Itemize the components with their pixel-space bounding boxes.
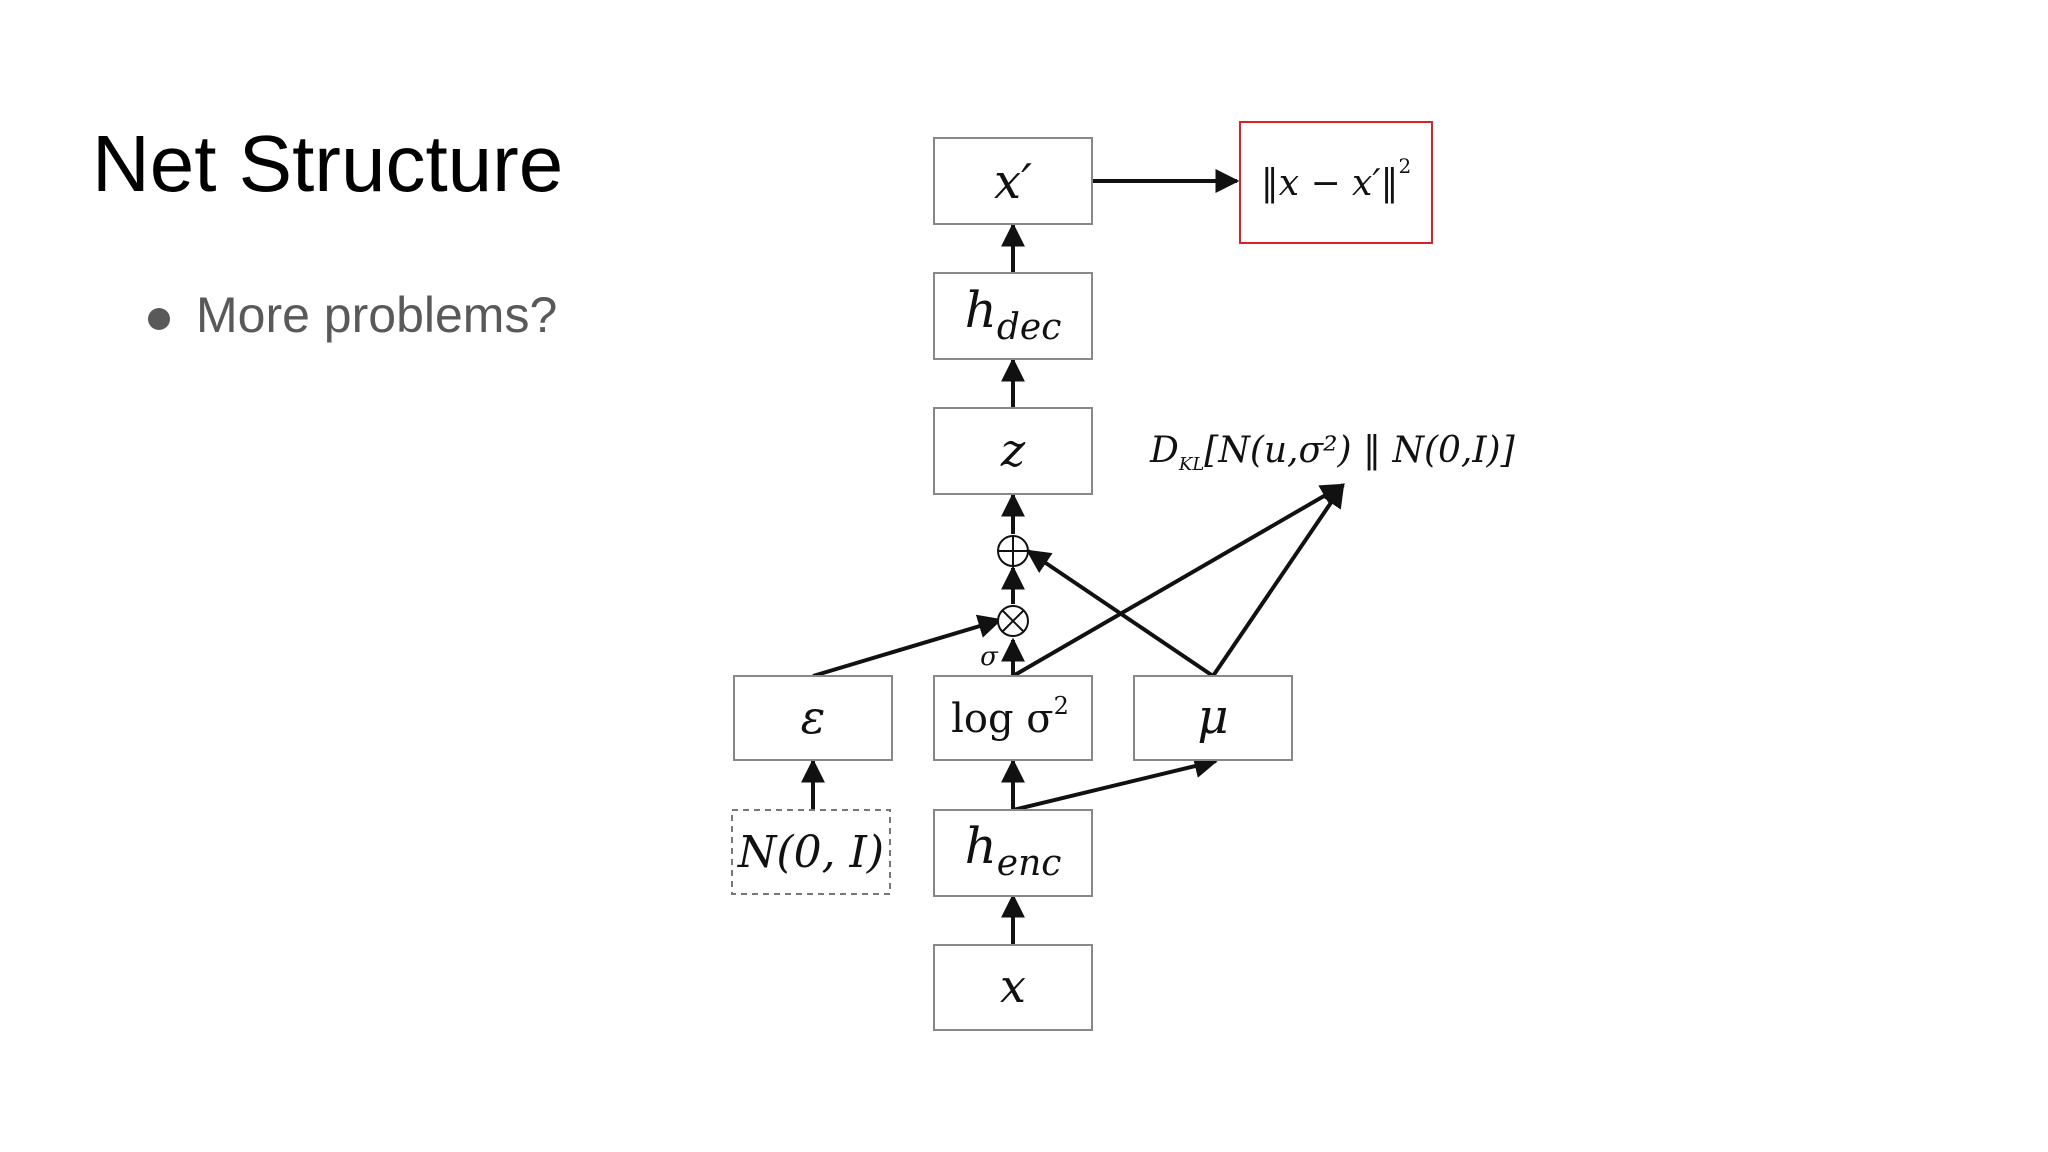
bullet-text: More problems?	[196, 287, 558, 343]
reconstruction-loss: ‖x − x′‖2	[1239, 121, 1433, 244]
edge-mu-to-add	[1026, 549, 1215, 678]
bullet-list: More problems?	[142, 290, 557, 340]
node-h-dec: hdec	[933, 272, 1093, 360]
node-log-sigma-label: log σ2	[951, 692, 1069, 742]
node-epsilon: ε	[733, 675, 893, 761]
node-noise: N(0, I)	[731, 809, 891, 895]
node-mu-label: μ	[1197, 689, 1228, 745]
node-x-prime-label: x′	[994, 154, 1032, 210]
edge-logsigma-to-kl	[1011, 483, 1346, 678]
node-z-label: z	[1000, 423, 1026, 477]
multiply-stroke-b	[1001, 609, 1025, 633]
node-x: x	[933, 944, 1093, 1031]
multiply-operator	[997, 605, 1029, 637]
edge-henc-to-mu	[1012, 754, 1219, 812]
bullet-item: More problems?	[142, 290, 557, 340]
node-z: z	[933, 407, 1093, 495]
sigma-label: σ	[980, 642, 999, 672]
node-h-enc: henc	[933, 809, 1093, 897]
node-x-prime: x′	[933, 137, 1093, 225]
bullet-dot-icon	[148, 308, 170, 330]
edge-epsilon-to-multiply	[812, 614, 1003, 678]
node-noise-label: N(0, I)	[737, 827, 884, 878]
node-h-enc-label: henc	[965, 817, 1062, 884]
node-log-sigma: log σ2	[933, 675, 1093, 761]
edge-mu-to-kl	[1211, 483, 1345, 678]
add-operator	[997, 535, 1029, 567]
reconstruction-loss-label: ‖x − x′‖2	[1261, 154, 1412, 204]
edges	[801, 169, 1346, 945]
node-h-dec-label: hdec	[965, 281, 1062, 348]
node-mu: μ	[1133, 675, 1293, 761]
kl-divergence-label: DKL[N(u,σ²) ‖ N(0,I)]	[1149, 430, 1516, 475]
node-epsilon-label: ε	[801, 690, 826, 744]
slide-title: Net Structure	[92, 119, 564, 208]
node-x-label: x	[1000, 959, 1026, 1013]
highlight-box	[1239, 121, 1433, 244]
